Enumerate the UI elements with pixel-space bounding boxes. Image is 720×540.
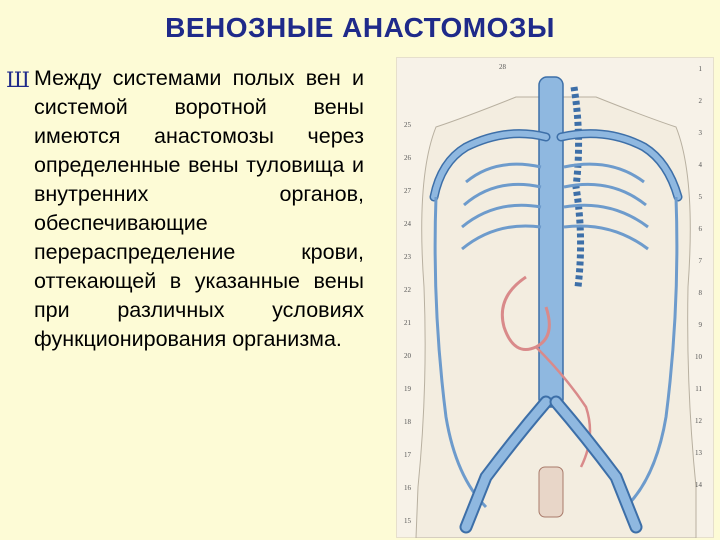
left-thoracoepigastric-vein — [433, 196, 488, 509]
bullet-text: Между системами полых вен и системой вор… — [34, 66, 364, 351]
figure-label-right-11: 11 — [695, 385, 702, 393]
figure-label-right-6: 6 — [699, 225, 703, 233]
figure-label-left-18: 18 — [404, 418, 412, 426]
figure-label-left-25: 25 — [404, 121, 412, 129]
rectal-venous-plexus — [538, 466, 564, 518]
figure-label-left-24: 24 — [404, 220, 412, 228]
figure-label-left-16: 16 — [404, 484, 412, 492]
figure-label-left-21: 21 — [404, 319, 412, 327]
figure-label-left-27: 27 — [404, 187, 412, 195]
figure-label-right-8: 8 — [699, 289, 703, 297]
figure-label-right-13: 13 — [695, 449, 703, 457]
figure-label-right-5: 5 — [699, 193, 703, 201]
bullet-marker: Ш — [6, 68, 30, 92]
figure-label-right-1: 1 — [699, 65, 703, 73]
figure-label-right-3: 3 — [699, 129, 703, 137]
figure-label-left-23: 23 — [404, 253, 412, 261]
portal-vein — [500, 275, 551, 351]
figure-label-right-2: 2 — [699, 97, 703, 105]
figure-label-left-17: 17 — [404, 451, 412, 459]
slide-title: ВЕНОЗНЫЕ АНАСТОМОЗЫ — [165, 12, 555, 43]
figure-label-right-9: 9 — [699, 321, 703, 329]
figure-label-right-7: 7 — [699, 257, 703, 265]
bullet-paragraph: Ш Между системами полых вен и системой в… — [6, 64, 364, 354]
figure-label-top: 28 — [499, 63, 507, 71]
figure-label-left-15: 15 — [404, 517, 412, 525]
intercostal-veins — [461, 162, 649, 251]
figure-label-right-4: 4 — [699, 161, 703, 169]
azygos-vein — [570, 86, 585, 288]
figure-label-left-20: 20 — [404, 352, 412, 360]
right-thoracoepigastric-vein — [624, 196, 679, 509]
figure-label-right-10: 10 — [695, 353, 703, 361]
figure-label-right-14: 14 — [695, 481, 703, 489]
figure-label-left-22: 22 — [404, 286, 412, 294]
figure-label-right-12: 12 — [695, 417, 703, 425]
figure-label-left-19: 19 — [404, 385, 412, 393]
figure-label-left-26: 26 — [404, 154, 412, 162]
vena-cava — [538, 76, 564, 408]
figure-labels-left: 25 26 27 24 23 22 21 20 19 18 17 16 15 — [404, 121, 412, 525]
